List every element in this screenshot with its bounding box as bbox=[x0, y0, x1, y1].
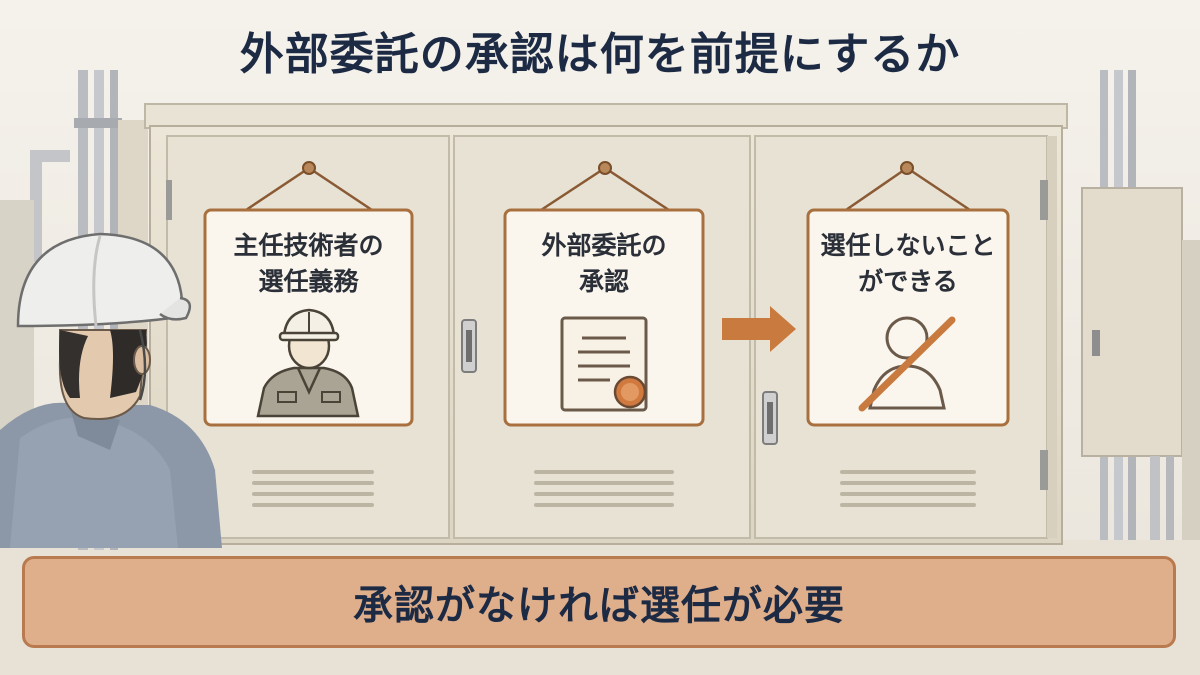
vent-middle bbox=[534, 470, 674, 507]
engineer-figure bbox=[0, 232, 222, 548]
person-slash-icon bbox=[858, 316, 956, 412]
vent-right bbox=[840, 470, 976, 507]
sign-label-3-line-2: ができる bbox=[858, 267, 958, 296]
nail-middle bbox=[598, 161, 612, 175]
nail-left bbox=[302, 161, 316, 175]
sign-label-3-line-1: 選任しないこと bbox=[820, 231, 996, 260]
sign-label-1-line-2: 選任義務 bbox=[258, 267, 359, 296]
conclusion-banner: 承認がなければ選任が必要 bbox=[22, 556, 1176, 648]
worker-icon bbox=[256, 308, 360, 418]
page-title: 外部委託の承認は何を前提にするか bbox=[239, 29, 961, 80]
right-pipes bbox=[1081, 70, 1200, 540]
conclusion-text: 承認がなければ選任が必要 bbox=[353, 583, 845, 629]
sign-label-1-line-1: 主任技術者の bbox=[233, 231, 384, 260]
sign-label-2-line-1: 外部委託の bbox=[541, 231, 667, 260]
sign-label-2: 外部委託の 承認 bbox=[505, 228, 703, 300]
vent-left bbox=[252, 470, 374, 507]
sign-label-2-line-2: 承認 bbox=[578, 267, 629, 296]
sign-label-1: 主任技術者の 選任義務 bbox=[205, 228, 412, 300]
document-seal-icon bbox=[560, 316, 648, 412]
sign-label-3: 選任しないこと ができる bbox=[808, 228, 1008, 300]
arrow-icon bbox=[722, 306, 796, 352]
nail-right bbox=[900, 161, 914, 175]
